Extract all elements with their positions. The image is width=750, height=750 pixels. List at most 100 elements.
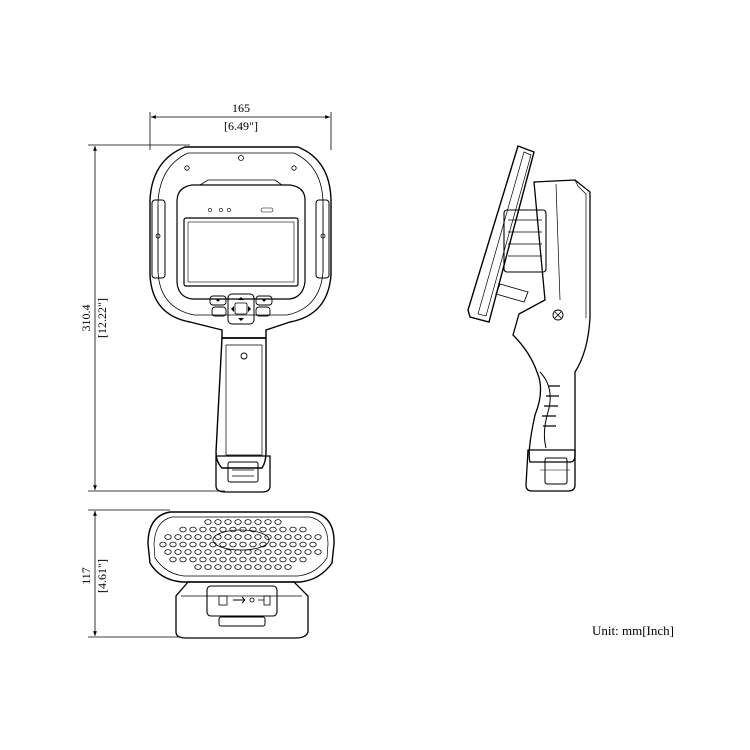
bottom-view [147, 511, 335, 639]
vent-hole [229, 541, 237, 548]
vent-hole [224, 549, 232, 555]
height-mm-label: 310.4 [79, 305, 93, 332]
vent-hole [299, 556, 307, 563]
vent-holes [159, 519, 322, 570]
vent-hole [244, 549, 252, 555]
vent-hole [194, 534, 202, 540]
vent-hole [224, 534, 232, 540]
vent-hole [194, 564, 202, 570]
vent-hole [174, 534, 182, 540]
vent-hole [209, 526, 217, 533]
vent-hole [239, 556, 247, 563]
vent-hole [284, 549, 292, 555]
vent-hole [179, 556, 187, 563]
vent-hole [194, 549, 202, 555]
vent-hole [169, 541, 177, 548]
vent-hole [199, 541, 207, 548]
vent-hole [174, 549, 182, 555]
vent-hole [309, 541, 317, 548]
vent-hole [244, 564, 252, 570]
vent-hole [299, 526, 307, 533]
vent-hole [209, 556, 217, 563]
vent-hole [269, 556, 277, 563]
vent-hole [229, 556, 237, 563]
vent-hole [184, 534, 192, 540]
vent-hole [239, 526, 247, 533]
vent-hole [199, 556, 207, 563]
vent-hole [314, 534, 322, 540]
vent-hole [234, 564, 242, 570]
vent-hole [229, 526, 237, 533]
vent-hole [184, 549, 192, 555]
width-inch-label: [6.49"] [224, 119, 258, 133]
vent-hole [234, 534, 242, 540]
vent-hole [224, 519, 232, 525]
unit-note: Unit: mm[Inch] [592, 623, 674, 638]
vent-hole [214, 549, 222, 555]
vent-hole [224, 564, 232, 570]
vent-hole [164, 549, 172, 555]
vent-hole [234, 519, 242, 525]
vent-hole [244, 534, 252, 540]
vent-hole [279, 526, 287, 533]
depth-mm-label: 117 [79, 567, 93, 585]
vent-hole [199, 526, 207, 533]
vent-hole [294, 549, 302, 555]
vent-hole [254, 519, 262, 525]
vent-hole [219, 526, 227, 533]
vent-hole [204, 519, 212, 525]
vent-hole [289, 541, 297, 548]
vent-hole [189, 556, 197, 563]
vent-hole [294, 534, 302, 540]
vent-hole [254, 564, 262, 570]
vent-hole [249, 541, 257, 548]
vent-hole [254, 549, 262, 555]
vent-hole [274, 564, 282, 570]
height-inch-label: [12.22"] [95, 298, 109, 338]
vent-hole [214, 564, 222, 570]
vent-hole [284, 534, 292, 540]
vent-hole [179, 541, 187, 548]
vent-hole [259, 526, 267, 533]
side-view [467, 145, 591, 492]
vent-hole [304, 549, 312, 555]
vent-hole [249, 526, 257, 533]
vent-hole [289, 526, 297, 533]
vent-hole [299, 541, 307, 548]
vent-hole [159, 541, 167, 548]
vent-hole [204, 549, 212, 555]
vent-hole [274, 534, 282, 540]
vent-hole [264, 549, 272, 555]
vent-hole [264, 534, 272, 540]
vent-hole [279, 556, 287, 563]
vent-hole [239, 541, 247, 548]
vent-hole [189, 541, 197, 548]
vent-hole [304, 534, 312, 540]
vent-hole [164, 534, 172, 540]
vent-hole [284, 564, 292, 570]
vent-hole [244, 519, 252, 525]
vent-hole [314, 549, 322, 555]
vent-hole [219, 556, 227, 563]
vent-hole [269, 526, 277, 533]
vent-hole [259, 556, 267, 563]
vent-hole [279, 541, 287, 548]
vent-hole [254, 534, 262, 540]
vent-hole [179, 526, 187, 533]
vent-hole [204, 534, 212, 540]
depth-dimension: 117 [4.61"] [79, 509, 180, 638]
vent-hole [274, 519, 282, 525]
vent-hole [264, 519, 272, 525]
vent-hole [269, 541, 277, 548]
width-dimension: 165 [6.49"] [149, 101, 332, 150]
lens-ring [212, 529, 270, 551]
vent-hole [169, 556, 177, 563]
depth-inch-label: [4.61"] [95, 559, 109, 593]
vent-hole [264, 564, 272, 570]
width-mm-label: 165 [232, 101, 250, 115]
vent-hole [204, 564, 212, 570]
vent-hole [249, 556, 257, 563]
front-view [149, 146, 332, 493]
vent-hole [289, 556, 297, 563]
